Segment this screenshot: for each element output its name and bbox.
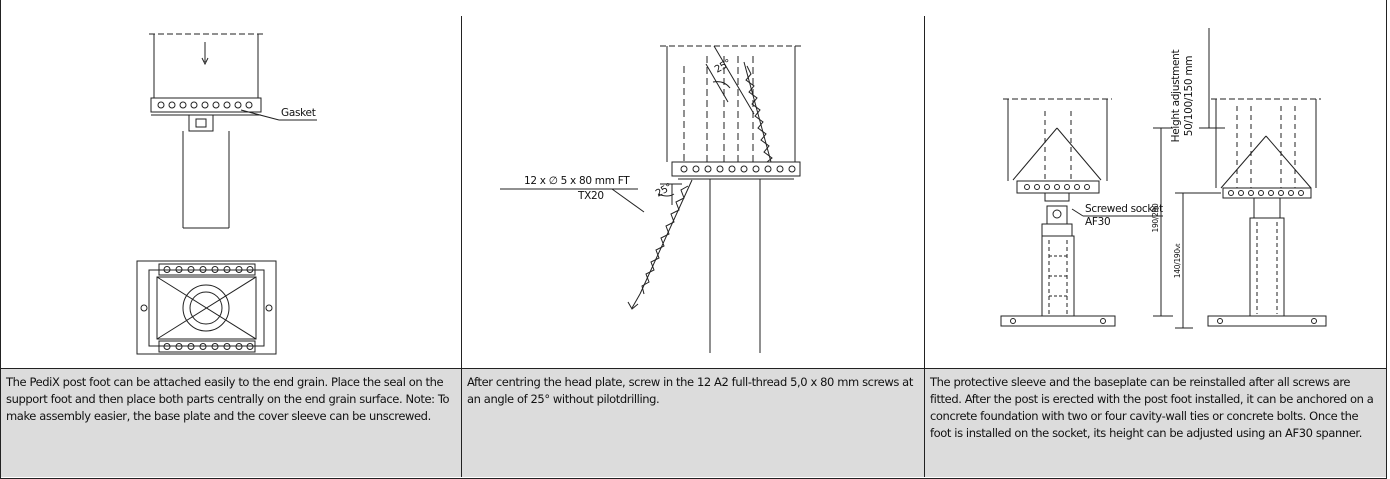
step-1-caption-text: The PediX post foot can be attached easi… [6, 375, 450, 423]
height-adjustment-drawing: Height adjustment 50/100/150 mm Screwed … [1000, 28, 1327, 329]
gasket-holes [157, 101, 253, 109]
step-2-drawing: 25° 25° 12 x ∅ 5 x 80 mm FT TX20 [462, 16, 924, 369]
step-1-caption: The PediX post foot can be attached easi… [1, 369, 461, 477]
header-strip [0, 0, 1387, 17]
height-adjustment-label-line1: Height adjustment [1170, 49, 1182, 142]
step-2-caption: After centring the head plate, screw in … [462, 369, 924, 477]
step-2-caption-text: After centring the head plate, screw in … [467, 375, 913, 406]
step-3-caption: The protective sleeve and the baseplate … [925, 369, 1386, 477]
step-3-drawing: Height adjustment 50/100/150 mm Screwed … [925, 16, 1386, 369]
post-foot-gasket-drawing: Gasket [136, 33, 317, 355]
dimension-inner-value: 140/190 [1173, 249, 1182, 279]
step-3-column: Height adjustment 50/100/150 mm Screwed … [924, 16, 1386, 477]
screwed-socket-label-line2: AF30 [1085, 216, 1110, 228]
screw-angle-drawing: 25° 25° 12 x ∅ 5 x 80 mm FT TX20 [500, 45, 802, 353]
dimension-outer-label: 190/290 [1151, 203, 1160, 233]
step-1-column: Gasket The PediX post foot can be attach… [1, 16, 461, 477]
dimension-inner-label: 140/190vt [1173, 243, 1182, 278]
gasket-label: Gasket [281, 107, 316, 119]
height-adjustment-label-line2: 50/100/150 mm [1183, 56, 1195, 136]
step-3-caption-text: The protective sleeve and the baseplate … [930, 375, 1374, 440]
step-2-column: 25° 25° 12 x ∅ 5 x 80 mm FT TX20 After c… [461, 16, 924, 477]
step-1-drawing: Gasket [1, 16, 461, 369]
dimension-inner-suffix: vt [1175, 243, 1182, 249]
screw-spec-label-line1: 12 x ∅ 5 x 80 mm FT [524, 175, 630, 187]
instruction-table: Gasket The PediX post foot can be attach… [0, 16, 1387, 479]
screw-spec-label-line2: TX20 [577, 190, 604, 202]
screwed-socket-label-line1: Screwed socket [1085, 203, 1163, 215]
